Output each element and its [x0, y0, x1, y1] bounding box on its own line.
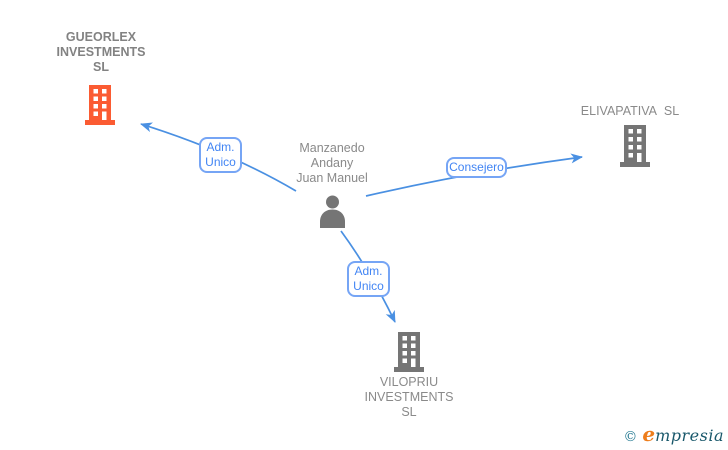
edge-role-badge-adm-unico-2[interactable]: Adm. Unico — [347, 261, 390, 297]
person-name-line: Juan Manuel — [296, 171, 368, 185]
company-label-gueorlex[interactable]: GUEORLEX INVESTMENTS SL — [40, 30, 162, 75]
company-name-line: GUEORLEX — [65, 30, 137, 44]
copyright-icon: © — [623, 429, 638, 445]
company-name-line: SL — [93, 60, 109, 74]
company-name-line: INVESTMENTS — [364, 390, 454, 404]
edge-role-line: Adm. — [206, 140, 235, 154]
edge-role-line: Unico — [205, 155, 236, 169]
building-icon-elivapativa[interactable] — [619, 125, 651, 167]
person-label[interactable]: Manzanedo Andany Juan Manuel — [271, 141, 393, 186]
company-name-line: VILOPRIU — [379, 375, 439, 389]
empresia-watermark: © e mpresia — [623, 422, 724, 446]
building-icon-vilopriu[interactable] — [393, 332, 425, 372]
edge-role-badge-consejero[interactable]: Consejero — [446, 157, 507, 178]
brand-initial: e — [642, 422, 656, 446]
company-label-elivapativa[interactable]: ELIVAPATIVA SL — [570, 104, 690, 119]
edge-role-badge-adm-unico-1[interactable]: Adm. Unico — [199, 137, 242, 173]
person-name-line: Andany — [310, 156, 354, 170]
company-label-vilopriu[interactable]: VILOPRIU INVESTMENTS SL — [348, 375, 470, 420]
brand-name: mpresia — [655, 426, 724, 445]
edge-role-line: Consejero — [449, 160, 504, 174]
company-name-line: SL — [401, 405, 417, 419]
building-icon-gueorlex[interactable] — [84, 85, 116, 125]
edge-role-line: Adm. — [354, 264, 383, 278]
person-icon[interactable] — [317, 195, 348, 228]
company-name-line: INVESTMENTS — [56, 45, 146, 59]
edge-role-line: Unico — [353, 279, 384, 293]
person-name-line: Manzanedo — [299, 141, 365, 155]
company-name-line: ELIVAPATIVA SL — [580, 104, 680, 118]
